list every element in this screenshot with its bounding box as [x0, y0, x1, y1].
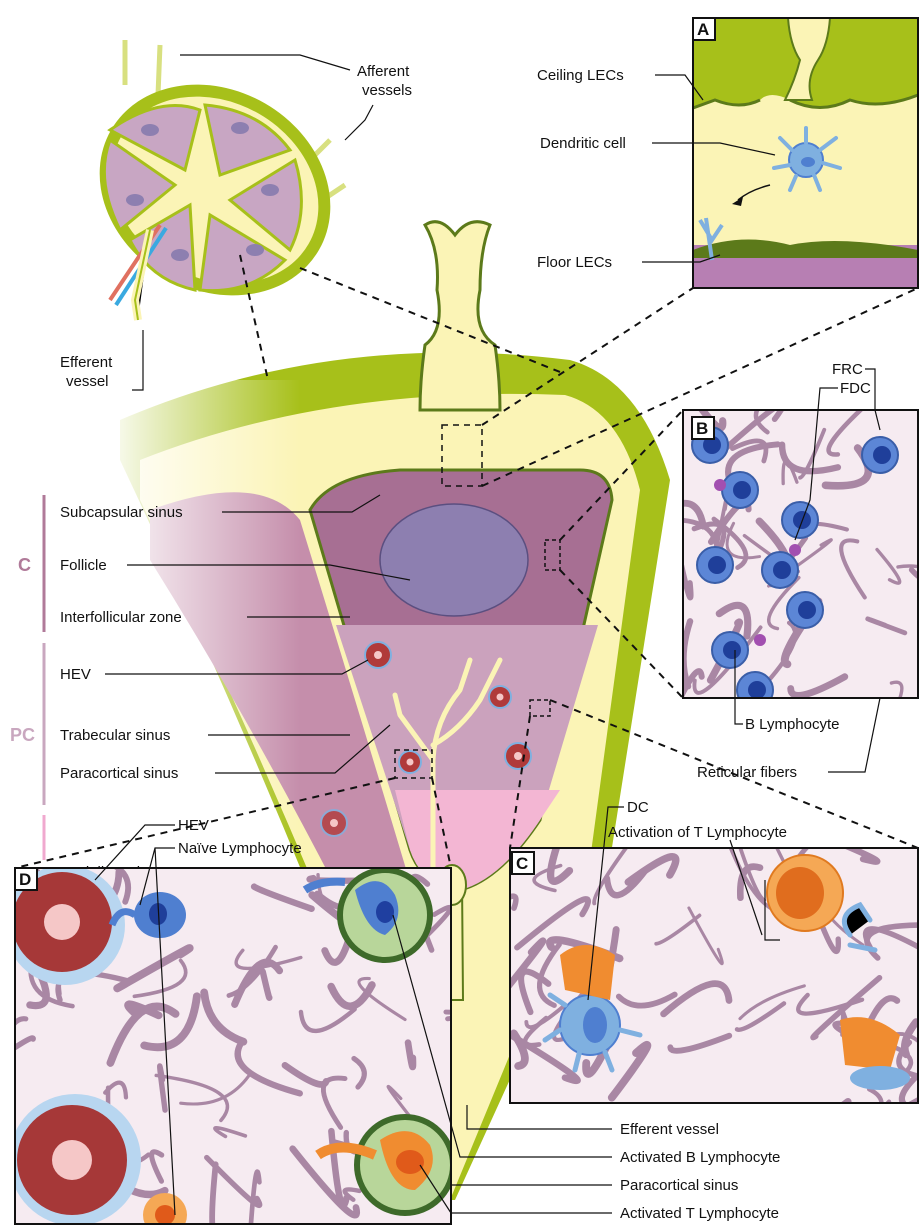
fdc-cell	[754, 634, 766, 646]
b-lymphocyte-nucleus	[733, 481, 751, 499]
b-lymphocyte-nucleus	[873, 446, 891, 464]
overview-node	[61, 40, 369, 337]
b-lymphocyte-nucleus	[723, 641, 741, 659]
panel-b	[649, 354, 920, 746]
efferent-vessel-label: Efferent vessel	[60, 354, 116, 390]
label-ceiling-lecs: Ceiling LECs	[537, 67, 624, 84]
afferent-vessels-label: Afferent vessels	[357, 63, 413, 99]
label-frc: FRC	[832, 361, 863, 378]
afferent-line-1: Afferent	[357, 63, 410, 80]
label-follicle: Follicle	[60, 557, 107, 574]
b-lymphocyte-nucleus	[708, 556, 726, 574]
afferent-leader	[180, 55, 350, 70]
activated-t-cell	[767, 855, 843, 931]
label-hev-d: HEV	[178, 817, 209, 834]
label-efferent-vessel-bottom: Efferent vessel	[620, 1121, 719, 1138]
label-floor-lecs: Floor LECs	[537, 254, 612, 271]
fdc-cell	[789, 544, 801, 556]
hev-marker	[365, 642, 391, 668]
panel-d-letter: D	[19, 870, 31, 889]
label-naive-lymphocyte: Naïve Lymphocyte	[178, 840, 302, 857]
label-fdc: FDC	[840, 380, 871, 397]
efferent-line-2: vessel	[66, 373, 109, 390]
label-paracortical-sinus: Paracortical sinus	[60, 765, 178, 782]
panel-b-letter: B	[696, 419, 708, 438]
label-activation-t-lymphocyte: Activation of T Lymphocyte	[608, 824, 787, 841]
afferent-leader-2	[345, 105, 373, 140]
label-reticular-fibers: Reticular fibers	[697, 764, 797, 781]
label-trabecular-sinus: Trabecular sinus	[60, 727, 170, 744]
label-b-lymphocyte: B Lymphocyte	[745, 716, 840, 733]
label-subcapsular-sinus: Subcapsular sinus	[60, 504, 183, 521]
panel-d	[0, 859, 466, 1227]
b-lymphocyte-nucleus	[798, 601, 816, 619]
label-paracortical-sinus-bottom: Paracortical sinus	[620, 1177, 738, 1194]
label-dendritic-cell: Dendritic cell	[540, 135, 626, 152]
b-lymphocyte-nucleus	[773, 561, 791, 579]
region-label-c: C	[18, 555, 31, 575]
hev-marker	[505, 743, 531, 769]
label-activated-t-lymphocyte: Activated T Lymphocyte	[620, 1205, 779, 1222]
b-lymphocyte-nucleus	[748, 681, 766, 699]
label-interfollicular-zone: Interfollicular zone	[60, 609, 182, 626]
hev-marker	[399, 751, 421, 773]
afferent-line-2: vessels	[362, 82, 412, 99]
hev-marker	[489, 686, 511, 708]
label-dc: DC	[627, 799, 649, 816]
hev-marker	[321, 810, 347, 836]
panel-a	[693, 18, 918, 290]
label-hev: HEV	[60, 666, 91, 683]
panel-c-letter: C	[516, 854, 528, 873]
fdc-cell	[714, 479, 726, 491]
hev-cross-section-2	[9, 1094, 141, 1226]
label-activated-b-lymphocyte: Activated B Lymphocyte	[620, 1149, 780, 1166]
region-label-pc: PC	[10, 725, 35, 745]
panel-a-letter: A	[697, 20, 709, 39]
efferent-line-1: Efferent	[60, 354, 113, 371]
